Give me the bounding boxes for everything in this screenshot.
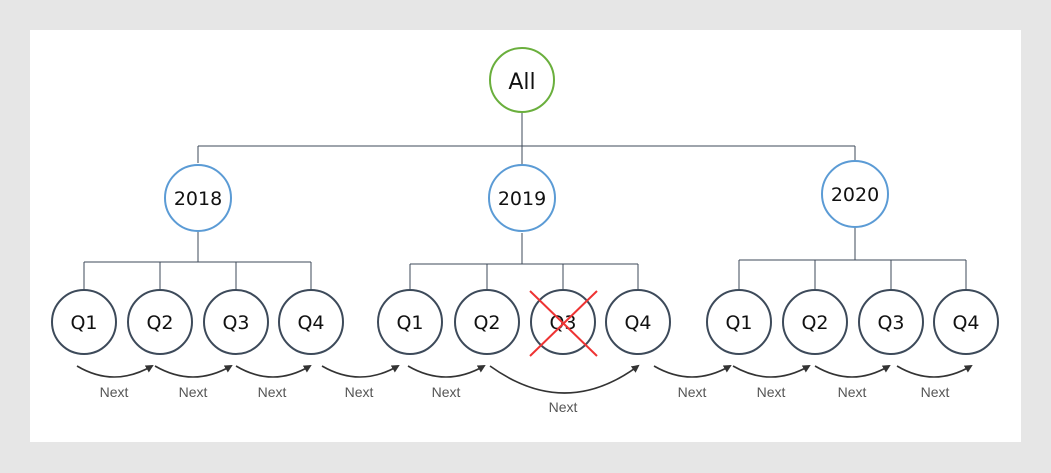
next-label: Next bbox=[757, 384, 786, 400]
quarter-label: Q2 bbox=[473, 312, 500, 334]
next-arrow bbox=[76, 364, 154, 378]
next-label: Next bbox=[258, 384, 287, 400]
next-label: Next bbox=[432, 384, 461, 400]
next-label: Next bbox=[921, 384, 950, 400]
removed-cross-icon bbox=[529, 290, 598, 357]
root-label: All bbox=[508, 70, 535, 95]
year-label: 2020 bbox=[831, 184, 879, 206]
quarter-label: Q2 bbox=[146, 312, 173, 334]
quarter-node-2018-q1: Q1 bbox=[51, 289, 117, 355]
next-arrow bbox=[653, 364, 732, 378]
quarter-label: Q4 bbox=[297, 312, 324, 334]
year-node-2018: 2018 bbox=[164, 164, 232, 232]
next-arrow bbox=[407, 364, 486, 378]
next-arrow bbox=[154, 364, 233, 378]
next-label: Next bbox=[100, 384, 129, 400]
next-arrow bbox=[732, 364, 811, 378]
next-label: Next bbox=[678, 384, 707, 400]
root-node: All bbox=[489, 47, 555, 113]
quarter-node-2019-q3: Q3 bbox=[529, 289, 598, 357]
quarter-node-2018-q4: Q4 bbox=[278, 289, 344, 355]
quarter-node-2018-q2: Q2 bbox=[127, 289, 193, 355]
quarter-label: Q1 bbox=[70, 312, 97, 334]
next-arrow bbox=[896, 364, 973, 378]
next-label: Next bbox=[345, 384, 374, 400]
next-arrow bbox=[235, 364, 312, 378]
quarter-label: Q3 bbox=[222, 312, 249, 334]
next-label: Next bbox=[549, 399, 578, 415]
quarter-node-2020-q2: Q2 bbox=[782, 289, 848, 355]
quarter-node-2019-q2: Q2 bbox=[454, 289, 520, 355]
year-label: 2019 bbox=[498, 188, 546, 210]
quarter-node-2020-q4: Q4 bbox=[933, 289, 999, 355]
year-node-2019: 2019 bbox=[488, 164, 556, 232]
quarter-label: Q4 bbox=[952, 312, 979, 334]
quarter-label: Q2 bbox=[801, 312, 828, 334]
next-label: Next bbox=[838, 384, 867, 400]
year-label: 2018 bbox=[174, 188, 222, 210]
next-arrow bbox=[814, 364, 891, 378]
next-arrow bbox=[489, 364, 640, 394]
next-label: Next bbox=[179, 384, 208, 400]
quarter-node-2020-q3: Q3 bbox=[858, 289, 924, 355]
next-arrow bbox=[321, 364, 400, 378]
quarter-label: Q1 bbox=[396, 312, 423, 334]
quarter-node-2020-q1: Q1 bbox=[706, 289, 772, 355]
diagram-panel: All 2018 2019 2020 Q1 Q2 Q3 bbox=[30, 30, 1021, 442]
quarter-label: Q3 bbox=[877, 312, 904, 334]
year-node-2020: 2020 bbox=[821, 160, 889, 228]
quarter-node-2019-q1: Q1 bbox=[377, 289, 443, 355]
quarter-node-2018-q3: Q3 bbox=[203, 289, 269, 355]
quarter-label: Q1 bbox=[725, 312, 752, 334]
tree-connectors bbox=[83, 111, 967, 290]
quarter-node-2019-q4: Q4 bbox=[605, 289, 671, 355]
quarter-label: Q4 bbox=[624, 312, 651, 334]
